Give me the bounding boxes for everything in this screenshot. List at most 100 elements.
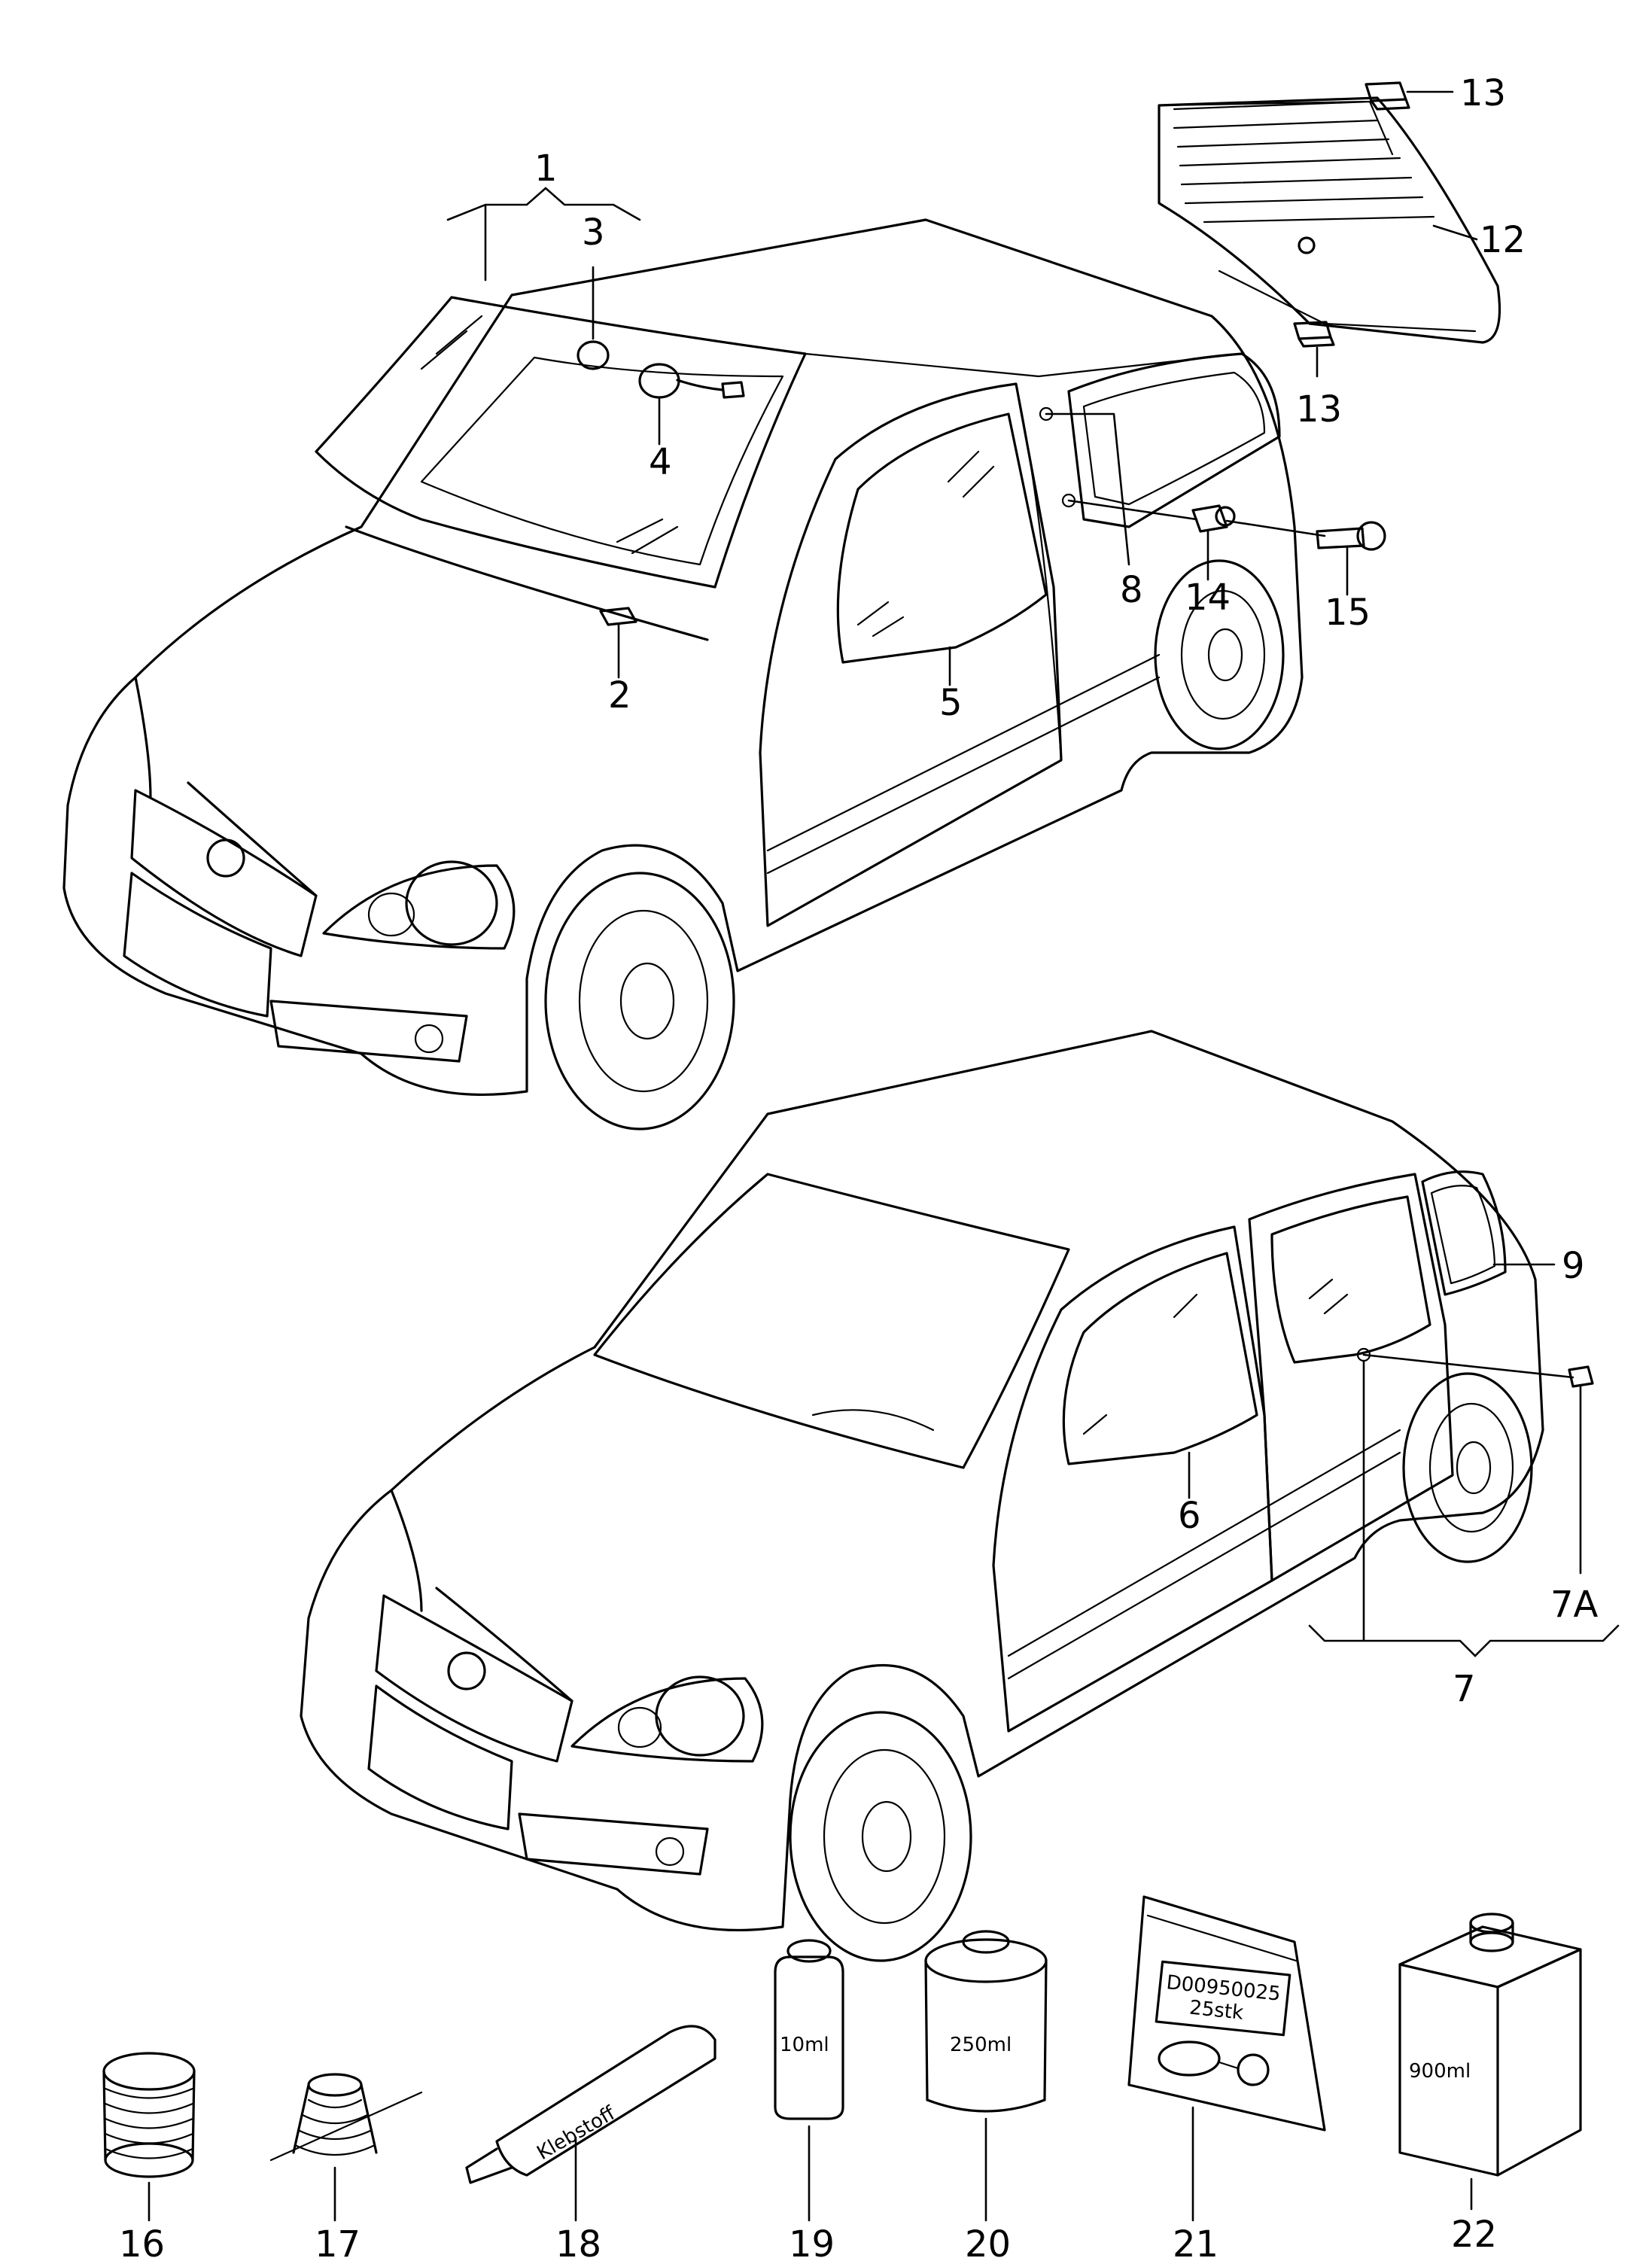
callout-1: 1 <box>534 148 558 190</box>
headlight-bottom-housing <box>570 1677 764 1763</box>
door-window-reflection <box>856 450 995 638</box>
coil-body <box>102 2070 196 2162</box>
car-top-body-outline <box>62 218 1304 1096</box>
clip-bottom <box>1293 321 1335 348</box>
callout-5: 5 <box>939 682 963 724</box>
windshield-outline <box>315 296 807 589</box>
callout-6: 6 <box>1178 1495 1201 1537</box>
rear-wheel-bottom-rim <box>1428 1402 1514 1533</box>
callout-15: 15 <box>1325 592 1371 634</box>
rear-window-defogger <box>1173 119 1435 224</box>
b-pillar <box>1015 382 1063 762</box>
rear-wheel-bottom-hub <box>1456 1441 1492 1495</box>
side-trim-bottom <box>1007 1429 1401 1680</box>
part-15-head <box>1356 521 1386 551</box>
small-bottle-cap <box>786 1939 832 1963</box>
part-22-container: 900ml <box>1398 1913 1582 2177</box>
pouch-label-box <box>1155 1960 1291 2037</box>
front-wheel-rim <box>578 909 709 1093</box>
car-5door-drawing <box>300 1030 1594 1962</box>
grille-bottom <box>375 1594 573 1763</box>
callout-22: 22 <box>1451 2214 1497 2256</box>
callout-9: 9 <box>1562 1245 1585 1287</box>
fog-lamp-bottom <box>655 1836 685 1867</box>
rear-window-lead-lines <box>1158 100 1477 333</box>
can-cap <box>962 1930 1010 1954</box>
tube-body <box>495 2025 716 2177</box>
windshield-inner <box>420 356 784 566</box>
small-bottle-label: 10ml <box>780 2034 829 2056</box>
callout-numbers: 1 3 4 2 5 8 14 15 13 12 13 9 6 7A 7 16 1… <box>119 72 1599 2261</box>
side-trim <box>766 653 1161 875</box>
lower-grille <box>123 872 272 1018</box>
callout-7: 7 <box>1453 1668 1476 1710</box>
cone-sides <box>292 2083 378 2154</box>
front-door-window <box>1062 1252 1258 1465</box>
cone-axis <box>269 2091 423 2162</box>
bolts <box>1039 406 1386 551</box>
cone-rings <box>294 2098 376 2156</box>
leader-8 <box>1045 412 1198 566</box>
front-wheel-hub <box>619 962 675 1040</box>
callout-14: 14 <box>1185 577 1231 619</box>
box-side <box>1496 1948 1582 2177</box>
rear-window-assembly <box>1158 81 1501 348</box>
callout-4: 4 <box>649 441 672 483</box>
door-outline <box>759 382 1063 927</box>
pouch-label-line2: 25stk <box>1188 1996 1245 2024</box>
rain-sensor-part <box>577 340 610 370</box>
callout-13-bottom: 13 <box>1296 388 1342 431</box>
car-3door-drawing <box>62 218 1304 1130</box>
box-top <box>1398 1925 1582 1989</box>
rear-door-window-reflection <box>1308 1278 1349 1315</box>
front-wheel-bottom <box>789 1711 972 1962</box>
can-label: 250ml <box>950 2034 1012 2056</box>
quarter-window <box>1067 352 1281 528</box>
vw-badge <box>206 838 245 878</box>
hood-bottom <box>390 1489 573 1703</box>
part-7a-bolt <box>1568 1365 1594 1388</box>
headlight <box>405 860 498 946</box>
front-wheel-bottom-hub <box>861 1800 912 1873</box>
mirror-mount-connector <box>721 381 745 399</box>
box-cap <box>1469 1931 1514 1952</box>
pouch-body <box>1127 1895 1326 2132</box>
hood-line <box>134 525 709 897</box>
rear-door-window <box>1270 1195 1431 1364</box>
quarter-window-bottom-inner <box>1430 1185 1496 1285</box>
cone-top <box>307 2073 363 2097</box>
leader-12 <box>1432 224 1478 241</box>
fog-light-bottom <box>518 1812 709 1876</box>
door-window <box>836 412 1048 664</box>
part-21-pouch: D00950025 25stk <box>1127 1895 1326 2132</box>
callout-16: 16 <box>119 2223 165 2261</box>
callout-12: 12 <box>1480 219 1526 261</box>
pouch-applicator-stem <box>1218 2061 1240 2070</box>
part-17-cone-seal <box>269 2073 423 2162</box>
callout-19: 19 <box>789 2223 835 2261</box>
can-bottom <box>926 2098 1046 2113</box>
leader-7 <box>1308 1353 1620 1657</box>
headlight-bottom-inner <box>617 1706 662 1748</box>
headlight-inner <box>367 892 415 937</box>
can-top <box>924 1938 1048 1983</box>
small-bottle-body <box>774 1955 844 2120</box>
callout-20: 20 <box>965 2223 1011 2261</box>
box-label: 900ml <box>1409 2060 1471 2083</box>
quarter-window-bottom <box>1421 1170 1507 1296</box>
rear-door-outline <box>1248 1173 1454 1582</box>
part-18-adhesive-tube: Klebstoff <box>465 2025 716 2184</box>
fog-light <box>269 1000 468 1063</box>
rear-wheel-hub <box>1207 628 1243 682</box>
mirror-mount-cable <box>676 379 724 391</box>
windshield-reflection <box>420 315 679 555</box>
windshield-bottom <box>593 1173 1070 1469</box>
callout-8: 8 <box>1120 569 1143 611</box>
part-19-small-bottle: 10ml <box>774 1939 844 2120</box>
front-door-window-reflection <box>1082 1293 1198 1435</box>
rear-wheel-bottom <box>1402 1372 1533 1563</box>
front-wheel-bottom-rim <box>823 1748 946 1925</box>
box-cap-top <box>1469 1913 1514 1934</box>
callout-21: 21 <box>1173 2223 1218 2261</box>
